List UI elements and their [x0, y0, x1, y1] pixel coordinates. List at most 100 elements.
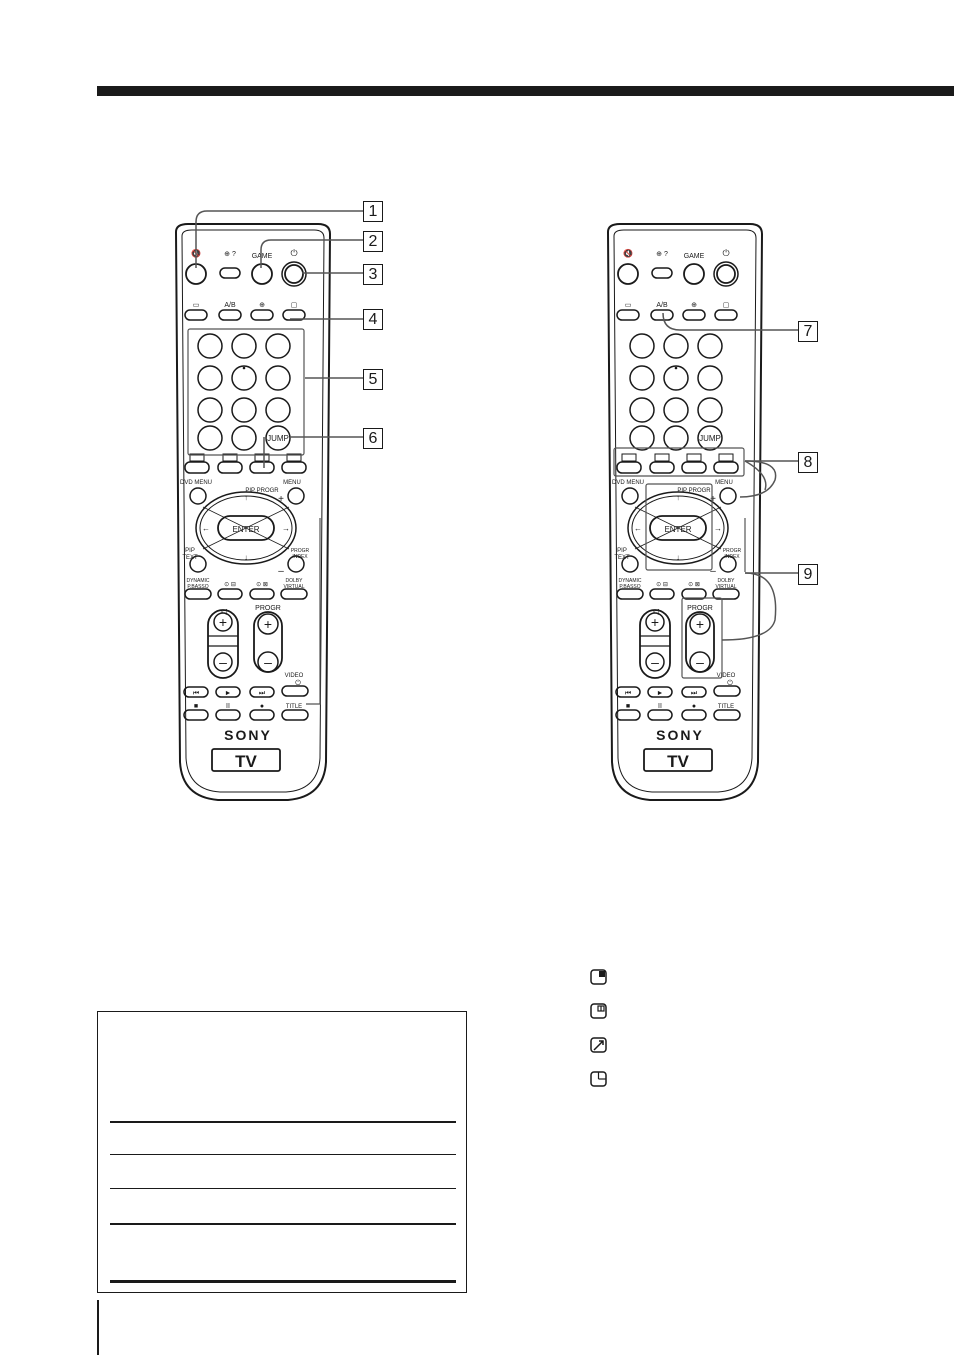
volume-rocker [207, 609, 239, 679]
callout-5: 5 [363, 369, 383, 390]
progr-down-button [689, 651, 711, 673]
remote-body [606, 223, 764, 801]
callout-7: 7 [798, 321, 818, 342]
row2-label: ▢ [291, 302, 298, 309]
plus-icon: + [710, 494, 716, 505]
callout-2: 2 [363, 231, 383, 252]
volume-up-button [213, 612, 233, 632]
callout-8: 8 [798, 452, 818, 473]
pip-text-button [621, 555, 639, 573]
jump-label: JUMP [699, 434, 721, 443]
menu-button [287, 487, 305, 505]
power-button-ring [713, 261, 739, 287]
progr-bracket [681, 597, 723, 679]
remote-body-inner [613, 229, 757, 793]
pip-button [649, 461, 675, 474]
video-button [281, 685, 309, 697]
mute-icon: 🔇 [623, 248, 633, 258]
sleep-icon: ⊙ ⊠ [256, 582, 268, 588]
dolby-button [280, 588, 308, 600]
dvd-menu-button [621, 487, 639, 505]
progr-index-button [719, 555, 737, 573]
tv-label: TV [235, 752, 257, 771]
dynamic-label: P.BASSO [619, 584, 640, 590]
arrow-down-icon: ↓ [676, 553, 680, 562]
number-button [663, 333, 689, 359]
transport-button [183, 709, 209, 721]
number-button [629, 333, 655, 359]
number-pad-bracket [187, 328, 305, 456]
callout-1: 1 [363, 201, 383, 222]
remote-body-inner [181, 229, 325, 793]
row2-label: ▭ [193, 302, 200, 309]
dolby-label: DOLBY [286, 578, 304, 584]
number-button [231, 425, 257, 451]
pip-key-icon [621, 453, 637, 462]
jump-button [265, 425, 291, 451]
transport-icon: II [658, 703, 662, 710]
info-icon: ⊕ ? [656, 251, 668, 258]
volume-icon: ◁ [653, 607, 660, 616]
row2-label: ▭ [625, 302, 632, 309]
nav-ring [195, 491, 297, 565]
info-button [651, 267, 673, 279]
transport-icon: ● [260, 703, 264, 710]
row2-label: ▢ [723, 302, 730, 309]
pip-text-label: PIP [617, 548, 627, 554]
video-power-icon: ⏻ [295, 679, 301, 687]
progr-up-button [689, 613, 711, 635]
dynamic-label: P.BASSO [187, 584, 208, 590]
pip-button [681, 461, 707, 474]
transport-button [615, 686, 641, 698]
tv-badge [211, 748, 281, 772]
timer-button [217, 588, 243, 600]
transport-icon: ⏮ [193, 690, 199, 697]
pip-text-label: TEXT [182, 555, 198, 561]
number-5-dot [242, 366, 246, 370]
sony-logo: SONY [224, 727, 272, 743]
number-button [663, 365, 689, 391]
number-button [265, 397, 291, 423]
nav-diagonals [634, 506, 722, 550]
table-rule [110, 1223, 456, 1225]
row2-button [250, 309, 274, 321]
enter-button [217, 515, 275, 541]
number-5-dot [674, 366, 678, 370]
jump-label: JUMP [267, 434, 289, 443]
row2-button [682, 309, 706, 321]
game-button [683, 263, 705, 285]
transport-button [249, 709, 275, 721]
sony-logo: SONY [656, 727, 704, 743]
pip-text-label: PIP [185, 548, 195, 554]
video-label: VIDEO [285, 673, 304, 679]
menu-label: MENU [283, 480, 301, 486]
dolby-label: VIRTUAL [715, 584, 736, 590]
header-rule [97, 86, 954, 96]
nav-ring [627, 491, 729, 565]
volume-up-button [645, 612, 665, 632]
tv-badge [643, 748, 713, 772]
video-power-icon: ⏻ [727, 679, 733, 687]
number-button [265, 365, 291, 391]
number-button [629, 397, 655, 423]
nav-bracket [645, 483, 713, 571]
number-button [231, 333, 257, 359]
transport-icon: ► [657, 690, 664, 697]
transport-button [183, 686, 209, 698]
progr-up-button [257, 613, 279, 635]
arrow-up-icon: ↑ [676, 493, 680, 502]
info-button [219, 267, 241, 279]
nav-diagonals [202, 506, 290, 550]
clock-icon: ⊙ ⊟ [656, 582, 668, 588]
number-button [629, 425, 655, 451]
title-button [281, 709, 309, 721]
pip-swap-icon [590, 1037, 607, 1053]
power-icon: ⏻ [290, 248, 297, 258]
arrow-right-icon: → [714, 524, 722, 533]
progr-index-label: PROGR [723, 548, 742, 554]
pip-top-right-icon [590, 969, 607, 985]
transport-button [647, 686, 673, 698]
minus-icon: – [651, 654, 659, 670]
table-rule-top [110, 1121, 456, 1123]
